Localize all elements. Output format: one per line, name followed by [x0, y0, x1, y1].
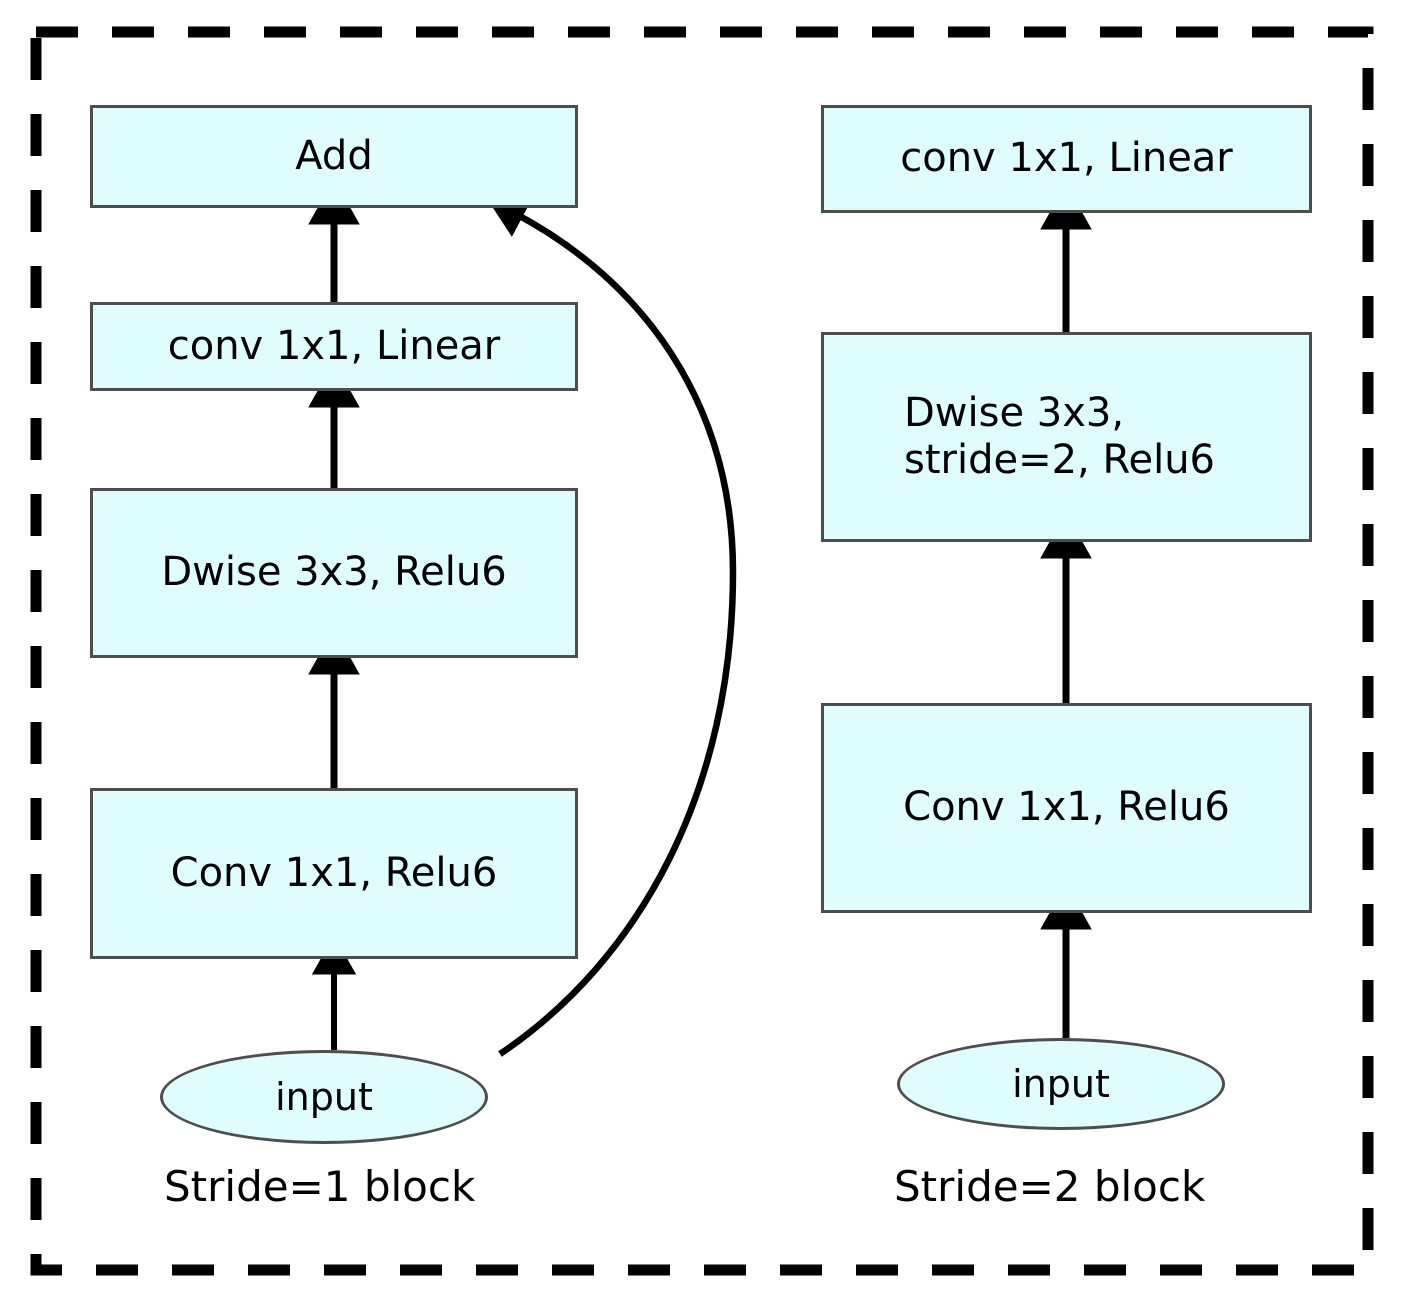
- node-conv-relu6-stride1[interactable]: Conv 1x1, Relu6: [90, 788, 578, 959]
- node-label: input: [275, 1075, 373, 1119]
- node-dwise-stride2[interactable]: Dwise 3x3, stride=2, Relu6: [821, 332, 1312, 542]
- edge-skip-connection-s1: [486, 197, 737, 1057]
- node-label: conv 1x1, Linear: [900, 135, 1233, 182]
- node-dwise-stride1[interactable]: Dwise 3x3, Relu6: [90, 488, 578, 658]
- node-label: conv 1x1, Linear: [167, 322, 501, 369]
- node-label: Conv 1x1, Relu6: [170, 849, 498, 896]
- node-label: input: [1012, 1062, 1110, 1106]
- node-conv-linear-stride2[interactable]: conv 1x1, Linear: [821, 105, 1312, 213]
- node-input-stride2[interactable]: input: [897, 1038, 1225, 1130]
- node-conv-linear-stride1[interactable]: conv 1x1, Linear: [90, 302, 578, 391]
- node-conv-relu6-stride2[interactable]: Conv 1x1, Relu6: [821, 703, 1312, 913]
- dashed-frame: [30, 26, 1374, 1276]
- node-label: Dwise 3x3, Relu6: [161, 549, 507, 596]
- caption-stride2: Stride=2 block: [894, 1162, 1206, 1211]
- caption-stride1: Stride=1 block: [164, 1162, 476, 1211]
- node-label: Add: [295, 132, 373, 179]
- node-label: Conv 1x1, Relu6: [903, 784, 1230, 831]
- node-input-stride1[interactable]: input: [160, 1050, 488, 1144]
- node-label: Dwise 3x3, stride=2, Relu6: [904, 389, 1215, 483]
- node-add-stride1[interactable]: Add: [90, 105, 578, 208]
